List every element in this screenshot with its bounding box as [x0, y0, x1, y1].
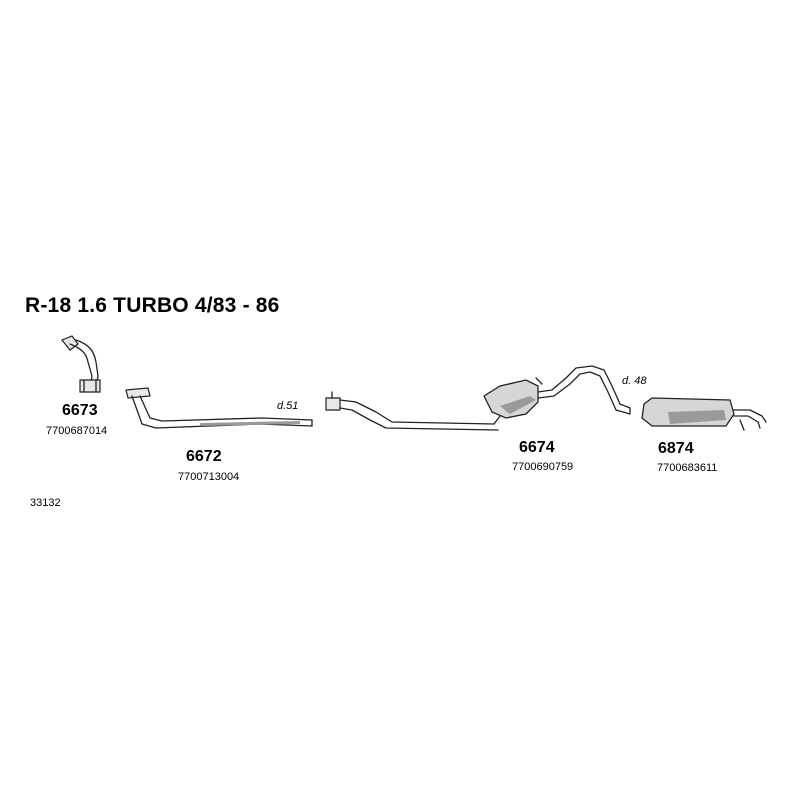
part-6672-front-pipe	[125, 387, 313, 429]
part-code-6674: 6674	[519, 439, 555, 456]
part-6674-center-section	[325, 365, 631, 431]
part-number-6673: 7700687014	[46, 425, 108, 437]
diameter-label-51: d.51	[277, 400, 299, 412]
part-6874-rear-muffler	[641, 397, 767, 431]
diagram-title: R-18 1.6 TURBO 4/83 - 86	[25, 294, 280, 317]
part-number-6672: 7700713004	[178, 471, 240, 483]
part-code-6673: 6673	[62, 402, 98, 419]
part-6673-downpipe	[61, 335, 101, 393]
part-code-6874: 6874	[658, 440, 694, 457]
part-number-6674: 7700690759	[512, 461, 574, 473]
reference-number: 33132	[30, 497, 61, 509]
part-number-6874: 7700683611	[657, 462, 718, 474]
part-code-6672: 6672	[186, 448, 222, 465]
diameter-label-48: d. 48	[622, 375, 647, 387]
